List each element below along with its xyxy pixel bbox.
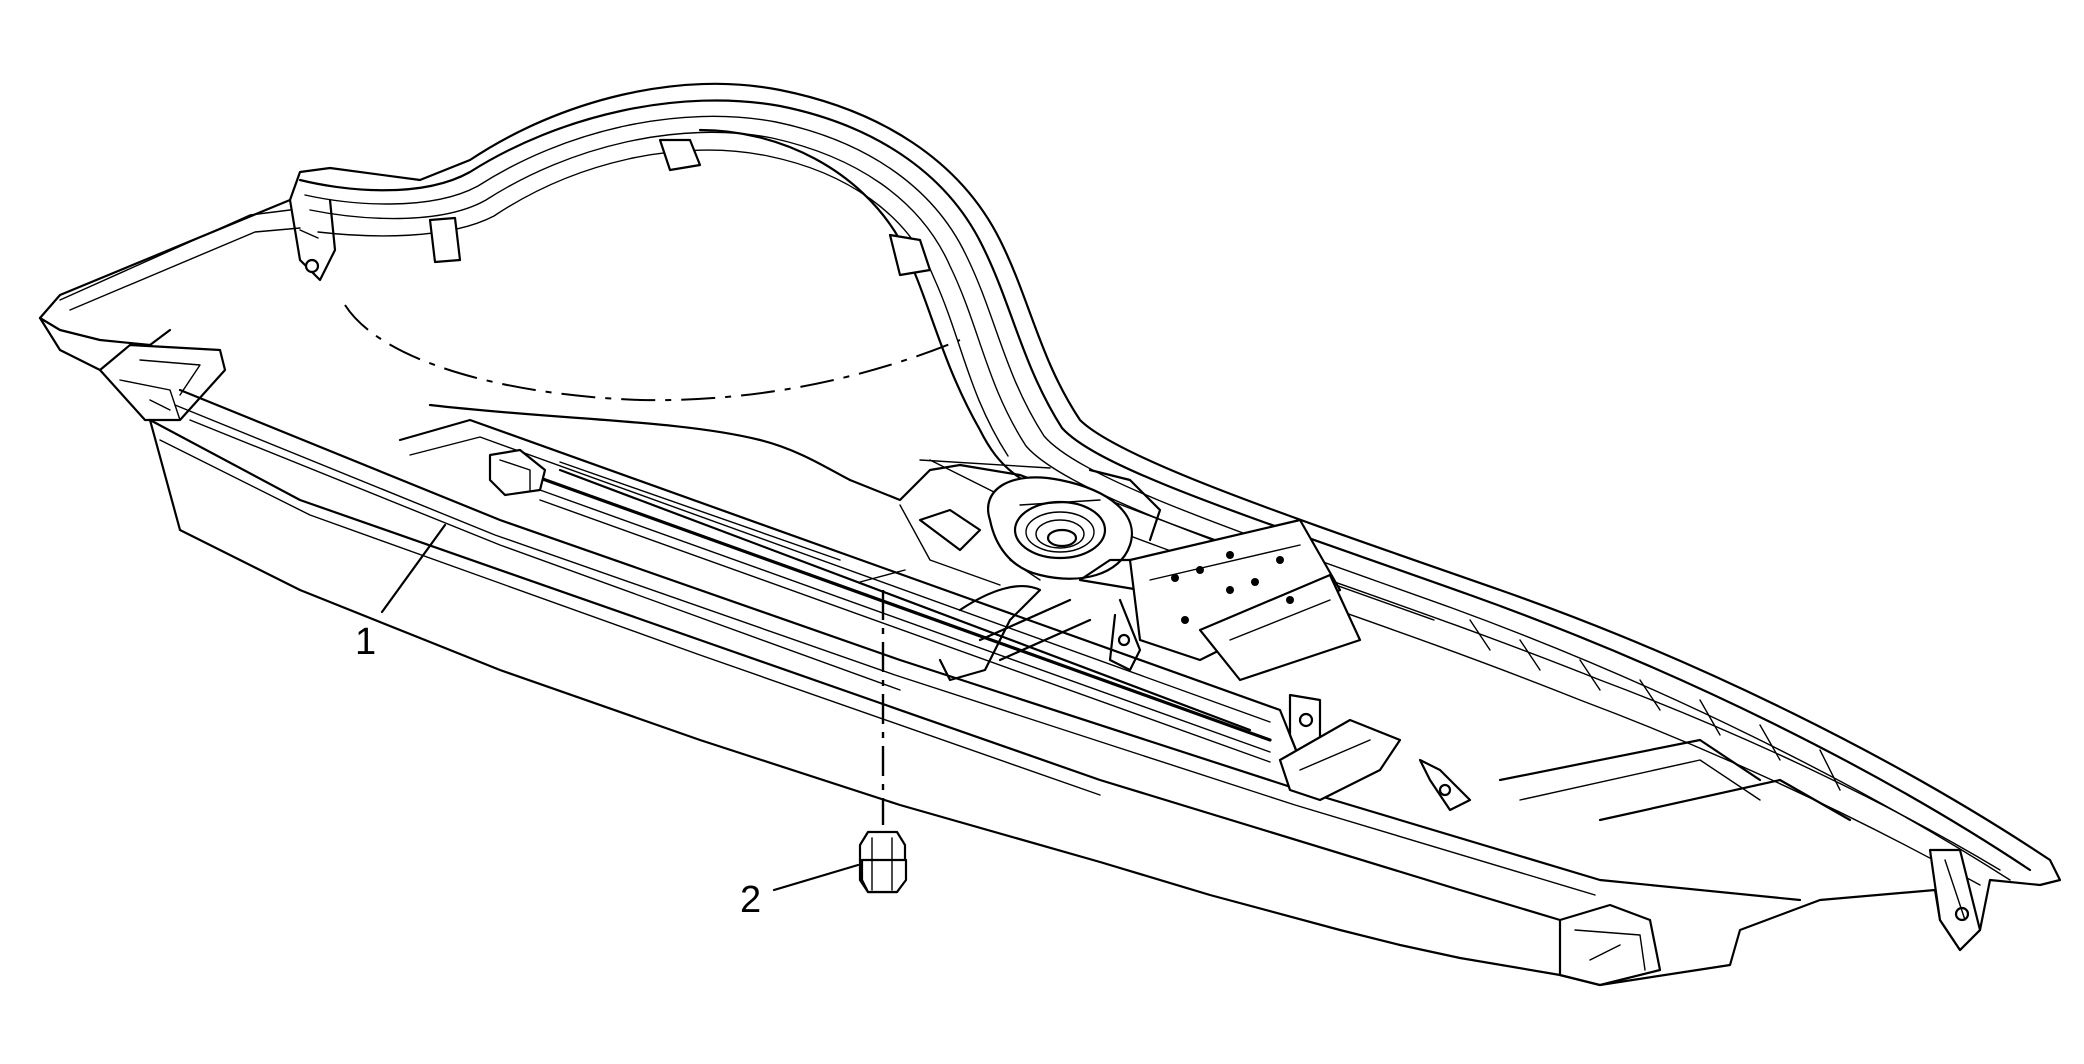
part-1-panel: [38, 82, 2062, 987]
part-2-fastener: [858, 569, 908, 894]
callout-2-number: 2: [740, 879, 761, 921]
callout-1-number: 1: [355, 621, 376, 663]
callout-1-leader: [380, 523, 447, 614]
speaker-assembly: [899, 468, 1162, 586]
callout-2-leader: [772, 863, 860, 892]
